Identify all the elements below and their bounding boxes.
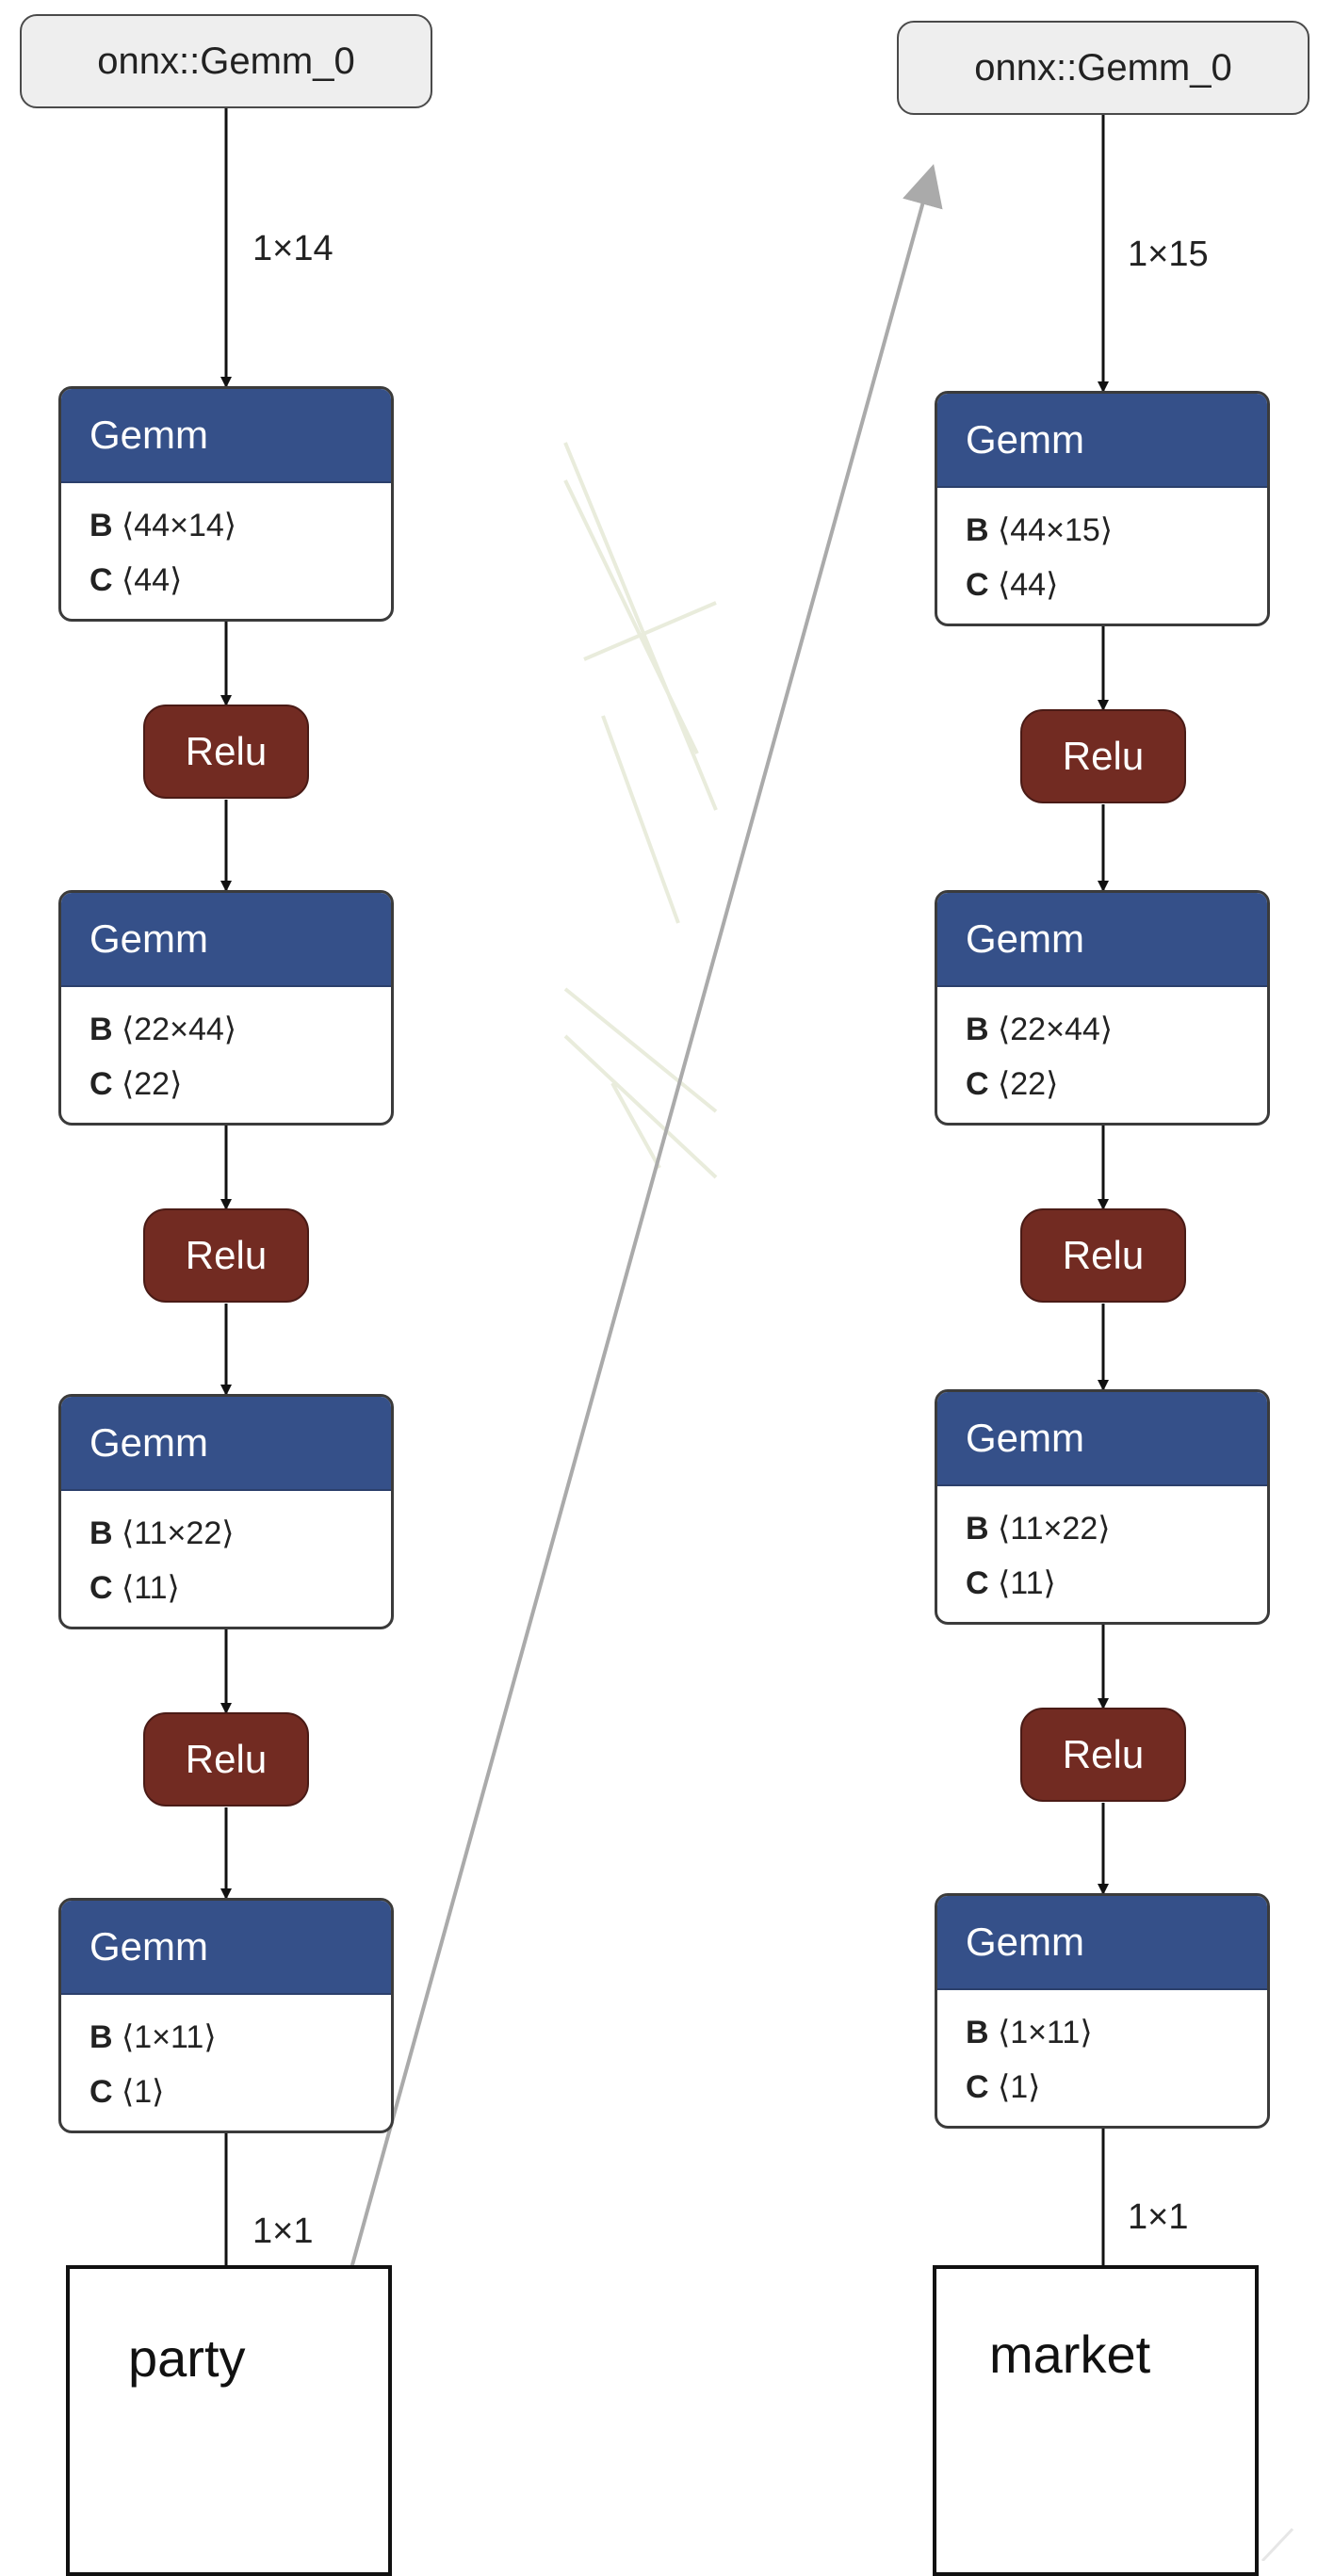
gemm-attr-c: C⟨11⟩: [966, 1565, 1056, 1601]
cross-link-arrow: [349, 164, 943, 2273]
right-gemm-node-2[interactable]: Gemm B⟨22×44⟩ C⟨22⟩: [935, 890, 1270, 1126]
left-input-node[interactable]: onnx::Gemm_0: [20, 14, 432, 108]
gemm-attr-b: B⟨11×22⟩: [966, 1511, 1111, 1547]
gemm-title: Gemm: [61, 1397, 391, 1491]
gemm-title: Gemm: [937, 893, 1267, 987]
gemm-attr-c: C⟨1⟩: [89, 2074, 165, 2110]
left-output-dim: 1×1: [252, 2211, 314, 2251]
stray-mark: [1261, 2527, 1294, 2561]
right-relu-node-1[interactable]: Relu: [1020, 709, 1186, 803]
gemm-attr-b: B⟨22×44⟩: [966, 1012, 1114, 1047]
gemm-attr-c: C⟨44⟩: [89, 562, 183, 598]
left-input-label: onnx::Gemm_0: [97, 40, 355, 82]
gemm-attr-c: C⟨1⟩: [966, 2069, 1041, 2105]
gemm-attr-b: B⟨11×22⟩: [89, 1515, 235, 1551]
gemm-title: Gemm: [937, 1392, 1267, 1486]
left-input-dim: 1×14: [252, 229, 334, 268]
gemm-attr-c: C⟨44⟩: [966, 567, 1059, 603]
gemm-attr-c: C⟨22⟩: [89, 1066, 183, 1102]
right-output-dim: 1×1: [1128, 2197, 1189, 2237]
left-relu-node-3[interactable]: Relu: [143, 1712, 309, 1806]
left-gemm-node-4[interactable]: Gemm B⟨1×11⟩ C⟨1⟩: [58, 1898, 394, 2133]
left-gemm-node-2[interactable]: Gemm B⟨22×44⟩ C⟨22⟩: [58, 890, 394, 1126]
right-gemm-node-3[interactable]: Gemm B⟨11×22⟩ C⟨11⟩: [935, 1389, 1270, 1625]
left-output-box[interactable]: party: [66, 2265, 392, 2576]
right-output-label: market: [989, 2325, 1151, 2384]
left-relu-node-1[interactable]: Relu: [143, 705, 309, 799]
left-relu-node-2[interactable]: Relu: [143, 1208, 309, 1303]
right-relu-node-3[interactable]: Relu: [1020, 1708, 1186, 1802]
left-output-label: party: [128, 2328, 246, 2388]
gemm-attr-b: B⟨22×44⟩: [89, 1012, 237, 1047]
gemm-title: Gemm: [937, 394, 1267, 488]
right-gemm-node-4[interactable]: Gemm B⟨1×11⟩ C⟨1⟩: [935, 1893, 1270, 2129]
gemm-attr-b: B⟨44×14⟩: [89, 508, 237, 543]
right-input-label: onnx::Gemm_0: [974, 46, 1232, 89]
left-gemm-node-3[interactable]: Gemm B⟨11×22⟩ C⟨11⟩: [58, 1394, 394, 1629]
gemm-attr-c: C⟨22⟩: [966, 1066, 1059, 1102]
right-input-node[interactable]: onnx::Gemm_0: [897, 21, 1310, 115]
left-gemm-node-1[interactable]: Gemm B⟨44×14⟩ C⟨44⟩: [58, 386, 394, 622]
right-input-dim: 1×15: [1128, 235, 1209, 274]
gemm-attr-b: B⟨44×15⟩: [966, 512, 1114, 548]
background-scribble: [563, 442, 718, 1179]
right-gemm-node-1[interactable]: Gemm B⟨44×15⟩ C⟨44⟩: [935, 391, 1270, 626]
gemm-title: Gemm: [61, 893, 391, 987]
gemm-attr-b: B⟨1×11⟩: [966, 2015, 1093, 2050]
gemm-attr-b: B⟨1×11⟩: [89, 2019, 217, 2055]
gemm-title: Gemm: [61, 1901, 391, 1995]
right-output-box[interactable]: market: [933, 2265, 1259, 2576]
gemm-attr-c: C⟨11⟩: [89, 1570, 180, 1606]
gemm-title: Gemm: [937, 1896, 1267, 1990]
right-relu-node-2[interactable]: Relu: [1020, 1208, 1186, 1303]
gemm-title: Gemm: [61, 389, 391, 483]
